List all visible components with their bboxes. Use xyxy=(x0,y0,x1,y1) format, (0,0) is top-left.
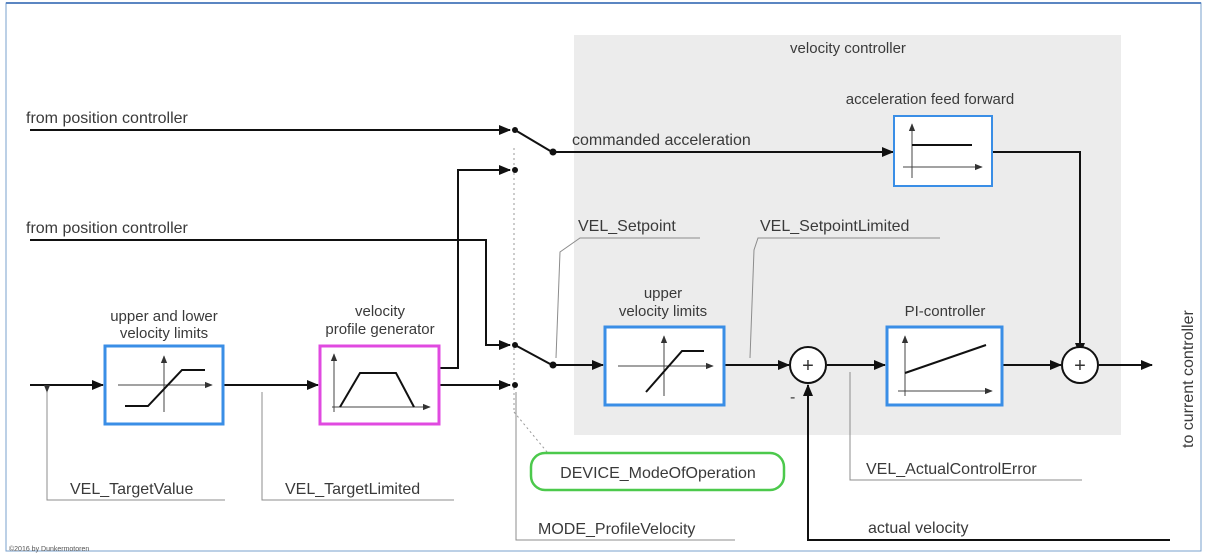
upper-limits-label-1: upper xyxy=(644,285,682,302)
vel-target-limited-label: VEL_TargetLimited xyxy=(285,481,420,498)
sum-junction-2: + xyxy=(1061,346,1099,384)
wire-accel-ff-to-sum xyxy=(992,151,1085,355)
leader-vel-setpoint-limited xyxy=(749,237,940,359)
vel-setpoint-limited-label: VEL_SetpointLimited xyxy=(760,218,909,235)
pi-controller-label: PI-controller xyxy=(905,303,986,320)
sum-plus-symbol: + xyxy=(802,355,814,377)
sum-junction-1: + xyxy=(789,346,827,384)
leader-mode-profile-velocity xyxy=(515,392,735,541)
upper-limits-label-2: velocity limits xyxy=(619,303,707,320)
switch-contact xyxy=(512,167,518,173)
switch-linkage-dotted-diagonal xyxy=(513,411,553,459)
profile-block-label-2: profile generator xyxy=(325,321,434,338)
wire-from-position-2 xyxy=(30,239,511,350)
limits-block xyxy=(103,344,225,426)
mode-profile-velocity-label: MODE_ProfileVelocity xyxy=(538,521,695,538)
wire-profile-accel-output xyxy=(440,165,511,369)
leader-vel-setpoint xyxy=(555,237,700,359)
leader-vel-actual-control-error xyxy=(849,372,1082,481)
upper-limits-block xyxy=(603,325,726,407)
device-mode-badge xyxy=(529,451,786,492)
from-position-controller-label-1: from position controller xyxy=(26,110,189,127)
to-current-controller-label: to current controller xyxy=(1180,309,1197,448)
accel-ff-label: acceleration feed forward xyxy=(846,91,1014,108)
switch-arm-accel xyxy=(514,129,553,153)
switch-contact xyxy=(512,382,518,388)
vel-target-value-label: VEL_TargetValue xyxy=(70,481,193,498)
limits-block-label-1: upper and lower xyxy=(110,308,218,325)
vel-actual-control-error-label: VEL_ActualControlError xyxy=(866,461,1037,478)
wire-actual-velocity-feedback xyxy=(803,384,1170,541)
vel-setpoint-label: VEL_Setpoint xyxy=(578,218,676,235)
from-position-controller-label-2: from position controller xyxy=(26,220,189,237)
copyright-note: ©2016 by Dunkermotoren xyxy=(9,545,89,553)
accel-ff-block xyxy=(893,115,993,187)
minus-sign: - xyxy=(790,389,795,406)
profile-block-label-1: velocity xyxy=(355,303,406,320)
profile-generator-block xyxy=(318,344,441,426)
leader-vel-target-limited xyxy=(261,392,454,501)
sum-plus-symbol: + xyxy=(1074,355,1086,377)
limits-block-label-2: velocity limits xyxy=(120,325,208,342)
commanded-acceleration-label: commanded acceleration xyxy=(572,132,751,149)
actual-velocity-label: actual velocity xyxy=(868,520,969,537)
velocity-controller-title: velocity controller xyxy=(790,40,906,57)
device-mode-of-operation-label: DEVICE_ModeOfOperation xyxy=(560,465,756,482)
leader-vel-target-value xyxy=(43,384,225,501)
switch-arm-velocity xyxy=(514,344,553,366)
pi-controller-block xyxy=(885,325,1004,407)
